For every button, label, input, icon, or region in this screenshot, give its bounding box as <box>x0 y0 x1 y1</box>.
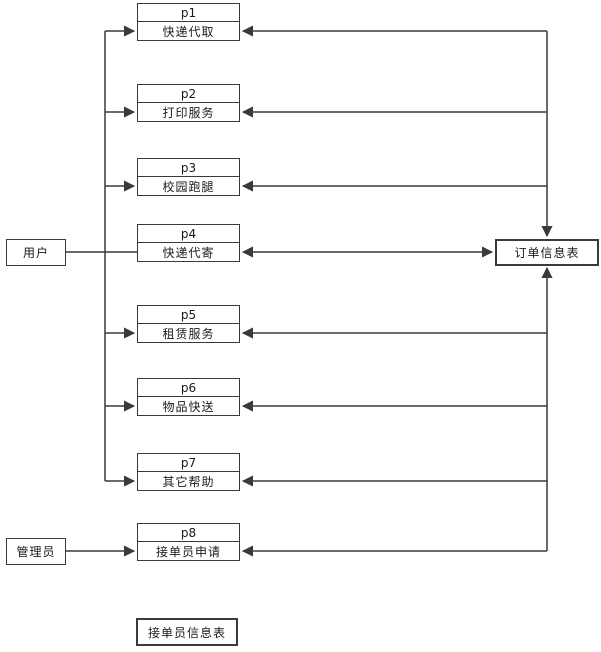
process-p5: p5 租赁服务 <box>137 305 240 343</box>
entity-admin: 管理员 <box>6 538 66 565</box>
entity-user-label: 用户 <box>22 246 49 260</box>
process-p6-id: p6 <box>138 379 239 397</box>
process-p7-id: p7 <box>138 454 239 472</box>
store-taker-table: 接单员信息表 <box>136 618 238 646</box>
process-p4-label: 快递代寄 <box>162 245 215 260</box>
process-p3-id: p3 <box>138 159 239 177</box>
process-p5-id: p5 <box>138 306 239 324</box>
entity-admin-label: 管理员 <box>16 545 56 559</box>
process-p6: p6 物品快送 <box>137 378 240 416</box>
process-p2-id: p2 <box>138 85 239 103</box>
store-taker-table-label: 接单员信息表 <box>147 625 226 640</box>
store-order-table: 订单信息表 <box>495 239 599 266</box>
process-p7: p7 其它帮助 <box>137 453 240 491</box>
process-p8-label: 接单员申请 <box>155 544 221 559</box>
process-p1-id: p1 <box>138 4 239 22</box>
process-p7-label: 其它帮助 <box>162 474 215 489</box>
process-p8: p8 接单员申请 <box>137 523 240 561</box>
process-p4-id: p4 <box>138 225 239 243</box>
process-p2-label: 打印服务 <box>162 105 215 120</box>
process-p8-id: p8 <box>138 524 239 542</box>
process-p1-label: 快递代取 <box>162 24 215 39</box>
process-p5-label: 租赁服务 <box>162 326 215 341</box>
process-p6-label: 物品快送 <box>162 399 215 414</box>
process-p3-label: 校园跑腿 <box>162 179 215 194</box>
process-p4: p4 快递代寄 <box>137 224 240 262</box>
entity-user: 用户 <box>6 239 66 266</box>
store-order-table-label: 订单信息表 <box>514 246 580 260</box>
process-p1: p1 快递代取 <box>137 3 240 41</box>
process-p2: p2 打印服务 <box>137 84 240 122</box>
process-p3: p3 校园跑腿 <box>137 158 240 196</box>
